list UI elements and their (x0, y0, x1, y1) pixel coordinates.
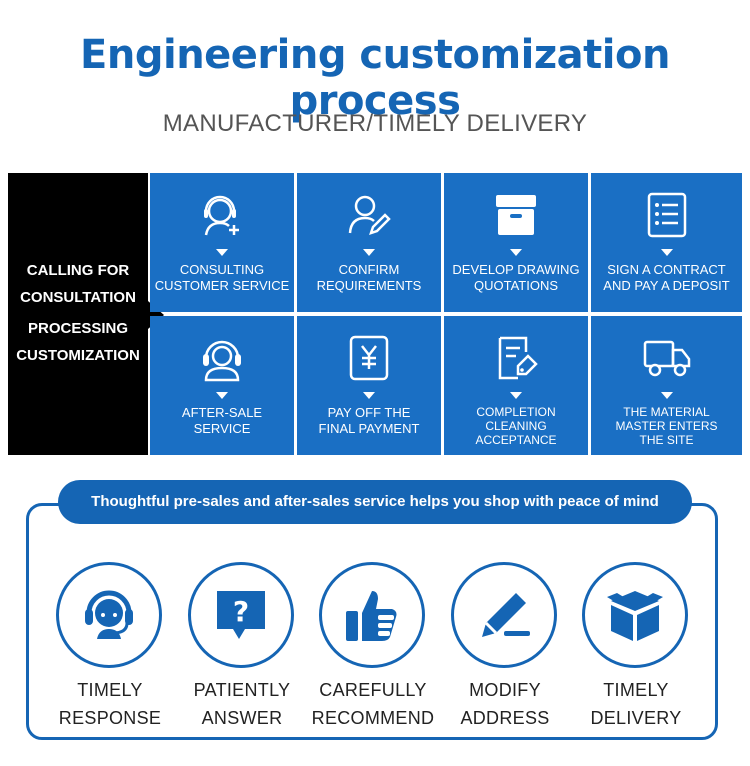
inspection-tag-icon (498, 336, 538, 380)
step-label: SIGN A CONTRACT AND PAY A DEPOSIT (603, 262, 730, 293)
thumbs-up-icon (346, 591, 397, 641)
step-down-marker (661, 392, 673, 399)
step-material-enters-site: THE MATERIAL MASTER ENTERS THE SITE (591, 316, 742, 455)
headset-agent-icon (203, 340, 241, 382)
service-icon-circle (582, 562, 688, 668)
intro-panel: CALLING FOR CONSULTATION PROCESSING CUST… (8, 173, 148, 455)
step-label: COMPLETION CLEANING ACCEPTANCE (475, 405, 557, 447)
step-after-sale-service: AFTER-SALE SERVICE (150, 316, 294, 455)
archive-box-icon (496, 195, 536, 235)
step-down-marker (510, 392, 522, 399)
page-title: Engineering customization process (80, 32, 670, 124)
user-edit-icon (348, 195, 391, 235)
step-label: THE MATERIAL MASTER ENTERS THE SITE (615, 405, 718, 447)
service-icon-circle: ? (188, 562, 294, 668)
service-icon-circle (56, 562, 162, 668)
step-confirm-requirements: CONFIRM REQUIREMENTS (297, 173, 441, 312)
process-grid: CALLING FOR CONSULTATION PROCESSING CUST… (8, 173, 742, 455)
customer-service-icon (204, 195, 239, 236)
service-label: CAREFULLY RECOMMEND (311, 680, 435, 728)
service-carefully-recommend: CAREFULLY RECOMMEND (312, 562, 434, 732)
service-banner: Thoughtful pre-sales and after-sales ser… (58, 480, 692, 524)
step-develop-drawing-quotations: DEVELOP DRAWING QUOTATIONS (444, 173, 588, 312)
step-label: PAY OFF THE FINAL PAYMENT (318, 405, 420, 436)
step-down-marker (363, 249, 375, 256)
step-down-marker (661, 249, 673, 256)
service-icon-circle (319, 562, 425, 668)
pencil-icon (482, 593, 530, 637)
service-timely-response: TIMELY RESPONSE (55, 562, 165, 732)
service-label: TIMELY RESPONSE (58, 680, 162, 728)
page-subtitle: MANUFACTURER/TIMELY DELIVERY (162, 110, 588, 137)
service-icon-circle (451, 562, 557, 668)
service-modify-address: MODIFY ADDRESS (450, 562, 560, 732)
headset-icon (85, 590, 133, 639)
service-label: PATIENTLY ANSWER (193, 680, 291, 728)
step-completion-acceptance: COMPLETION CLEANING ACCEPTANCE (444, 316, 588, 455)
service-timely-delivery: TIMELY DELIVERY (581, 562, 691, 732)
step-down-marker (216, 249, 228, 256)
question-bubble-icon: ? (217, 591, 265, 639)
step-label: AFTER-SALE SERVICE (181, 405, 263, 436)
svg-text:?: ? (233, 595, 249, 628)
yuan-payment-icon (349, 335, 389, 381)
step-down-marker (510, 249, 522, 256)
step-consulting-customer-service: CONSULTING CUSTOMER SERVICE (150, 173, 294, 312)
document-list-icon (647, 192, 687, 238)
step-down-marker (363, 392, 375, 399)
delivery-truck-icon (643, 340, 691, 377)
package-box-icon (607, 591, 663, 641)
step-label: CONSULTING CUSTOMER SERVICE (154, 262, 290, 293)
intro-line-consultation: CALLING FOR CONSULTATION (20, 262, 136, 306)
step-sign-contract: SIGN A CONTRACT AND PAY A DEPOSIT (591, 173, 742, 312)
step-down-marker (216, 392, 228, 399)
step-label: CONFIRM REQUIREMENTS (316, 262, 422, 293)
service-patiently-answer: ? PATIENTLY ANSWER (187, 562, 297, 732)
intro-line-customization: PROCESSING CUSTOMIZATION (16, 320, 140, 364)
step-label: DEVELOP DRAWING QUOTATIONS (452, 262, 580, 293)
service-label: TIMELY DELIVERY (590, 680, 682, 728)
service-label: MODIFY ADDRESS (460, 680, 550, 728)
step-pay-final-payment: PAY OFF THE FINAL PAYMENT (297, 316, 441, 455)
